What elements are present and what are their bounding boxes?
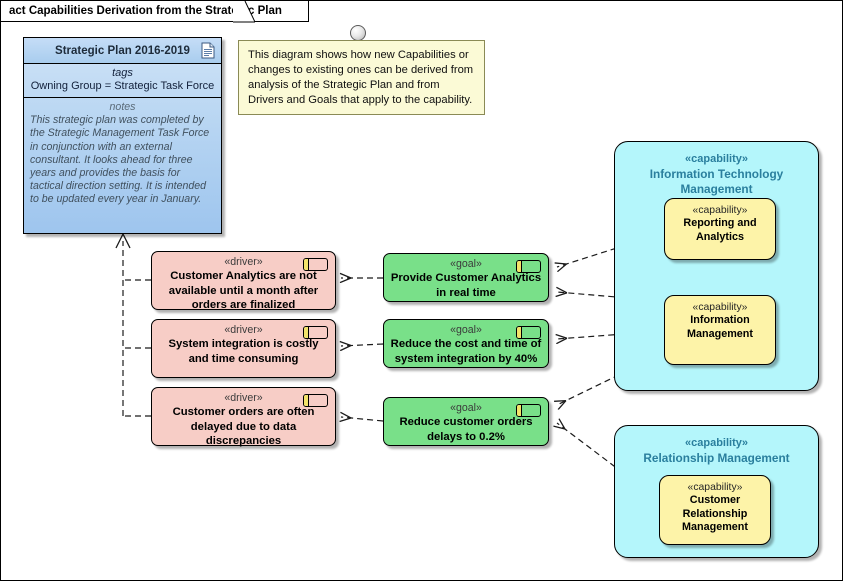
capability-name: Information Management (687, 314, 753, 340)
document-icon (201, 42, 215, 59)
goal-node-provide-customer-analytics[interactable]: «goal» Provide Customer Analytics in rea… (383, 253, 549, 302)
goal-name: Reduce the cost and time of system integ… (390, 338, 542, 365)
driver-node-system-integration[interactable]: «driver» System integration is costly an… (151, 319, 336, 378)
element-icon (303, 394, 328, 407)
goal-stereotype: «goal» (450, 258, 482, 270)
goal-stereotype: «goal» (450, 324, 482, 336)
goal-node-reduce-integration-cost[interactable]: «goal» Reduce the cost and time of syste… (383, 319, 549, 368)
strategic-plan-header: Strategic Plan 2016-2019 (24, 38, 221, 64)
capability-group-stereotype: «capability» (685, 437, 748, 449)
connector-drivers-to-strategic-plan (115, 233, 151, 417)
diagram-frame-title: act Capabilities Derivation from the Str… (1, 1, 309, 22)
goal-node-reduce-order-delays[interactable]: «goal» Reduce customer orders delays to … (383, 397, 549, 446)
connector-goal2-to-driver2 (341, 344, 384, 346)
element-icon (303, 258, 328, 271)
capability-reporting-and-analytics[interactable]: «capability» Reporting and Analytics (664, 198, 776, 260)
strategic-plan-artifact[interactable]: Strategic Plan 2016-2019 tags Owning Gro… (23, 37, 222, 234)
element-icon (516, 326, 541, 339)
notes-text: This strategic plan was completed by the… (30, 114, 210, 206)
goal-name: Provide Customer Analytics in real time (390, 272, 542, 299)
driver-stereotype: «driver» (224, 256, 263, 268)
tags-value: Owning Group = Strategic Task Force (30, 80, 215, 92)
goal-stereotype: «goal» (450, 402, 482, 414)
driver-stereotype: «driver» (224, 324, 263, 336)
strategic-plan-notes: notes This strategic plan was completed … (24, 98, 221, 211)
goal-name: Reduce customer orders delays to 0.2% (399, 416, 533, 443)
diagram-note-text: This diagram shows how new Capabilities … (248, 49, 474, 106)
strategic-plan-title: Strategic Plan 2016-2019 (55, 44, 190, 57)
capability-name: Reporting and Analytics (683, 217, 757, 243)
element-icon (303, 326, 328, 339)
capability-group-it-management[interactable]: «capability» Information Technology Mana… (614, 141, 819, 391)
driver-stereotype: «driver» (224, 392, 263, 404)
strategic-plan-tags: tags Owning Group = Strategic Task Force (24, 64, 221, 98)
driver-node-customer-analytics[interactable]: «driver» Customer Analytics are not avai… (151, 251, 336, 311)
element-icon (516, 404, 541, 417)
connector-goal3-to-driver3 (341, 417, 384, 421)
diagram-note[interactable]: This diagram shows how new Capabilities … (238, 40, 485, 115)
note-anchor-handle[interactable] (350, 25, 366, 41)
driver-name: Customer orders are often delayed due to… (172, 406, 315, 447)
capability-information-management[interactable]: «capability» Information Management (664, 295, 776, 365)
driver-name: Customer Analytics are not available unt… (168, 270, 319, 311)
notes-caption: notes (109, 101, 136, 113)
driver-name: System integration is costly and time co… (168, 338, 319, 365)
capability-name: Customer Relationship Management (682, 494, 748, 533)
capability-group-name: Information Technology Management (649, 167, 784, 196)
capability-stereotype: «capability» (692, 302, 748, 313)
frame-tab-corner (233, 1, 255, 23)
capability-stereotype: «capability» (692, 205, 748, 216)
tags-caption: tags (112, 67, 133, 79)
element-icon (516, 260, 541, 273)
capability-stereotype: «capability» (687, 482, 743, 493)
capability-customer-relationship-management[interactable]: «capability» Customer Relationship Manag… (659, 475, 771, 545)
capability-group-stereotype: «capability» (685, 153, 748, 165)
driver-node-customer-orders-delayed[interactable]: «driver» Customer orders are often delay… (151, 387, 336, 447)
capability-group-name: Relationship Management (643, 451, 790, 465)
